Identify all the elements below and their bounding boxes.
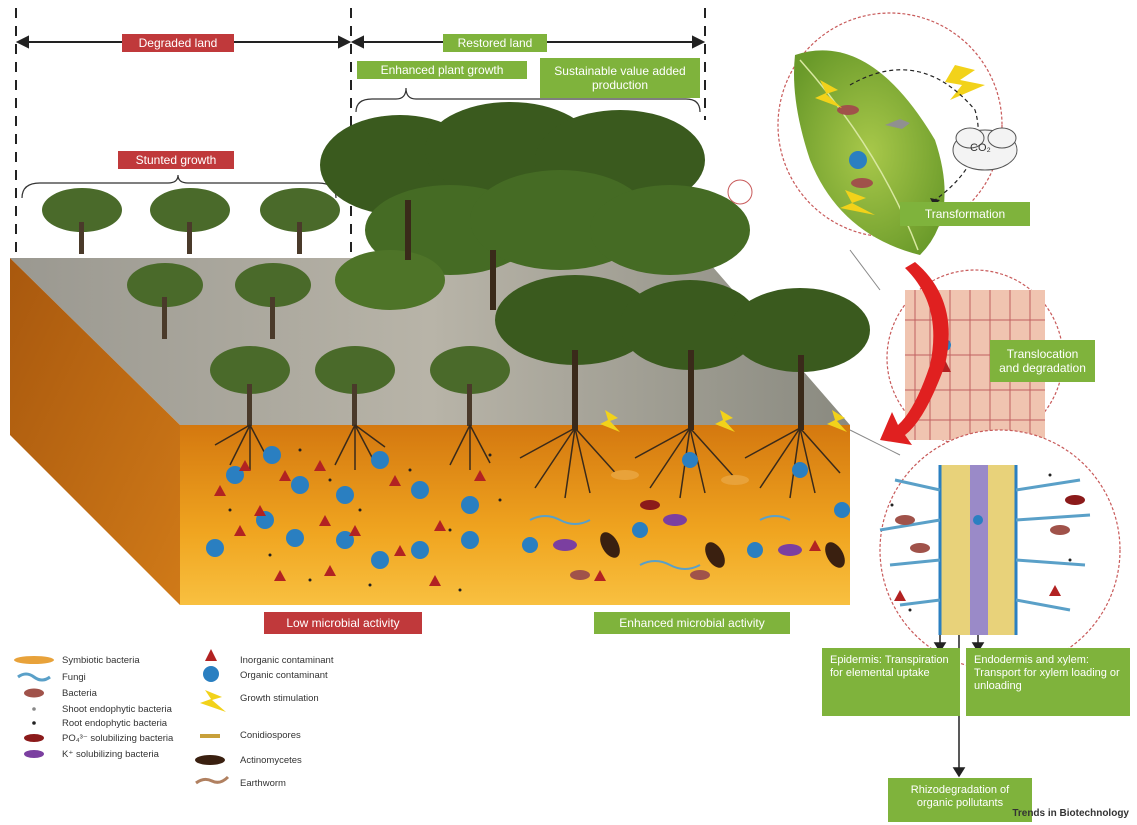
journal-credit: Trends in Biotechnology (1012, 808, 1129, 819)
land-arrows (18, 37, 703, 47)
stunted-growth-label: Stunted growth (118, 151, 234, 169)
rhizodegradation-box: Rhizodegradation of organic pollutants (888, 778, 1032, 822)
co2-label: CO₂ (970, 142, 991, 154)
restored-land-label: Restored land (443, 34, 547, 52)
enhanced-growth-label: Enhanced plant growth (357, 61, 527, 79)
sustainable-production-label: Sustainable value added production (540, 58, 700, 98)
transformation-label: Transformation (900, 202, 1030, 226)
legend-icons (14, 649, 228, 783)
endodermis-box: Endodermis and xylem: Transport for xyle… (966, 648, 1130, 716)
enhanced-microbial-activity-label: Enhanced microbial activity (594, 612, 790, 634)
degraded-land-label: Degraded land (122, 34, 234, 52)
epidermis-box: Epidermis: Transpiration for elemental u… (822, 648, 960, 716)
low-microbial-activity-label: Low microbial activity (264, 612, 422, 634)
translocation-label: Translocation and degradation (990, 340, 1095, 382)
